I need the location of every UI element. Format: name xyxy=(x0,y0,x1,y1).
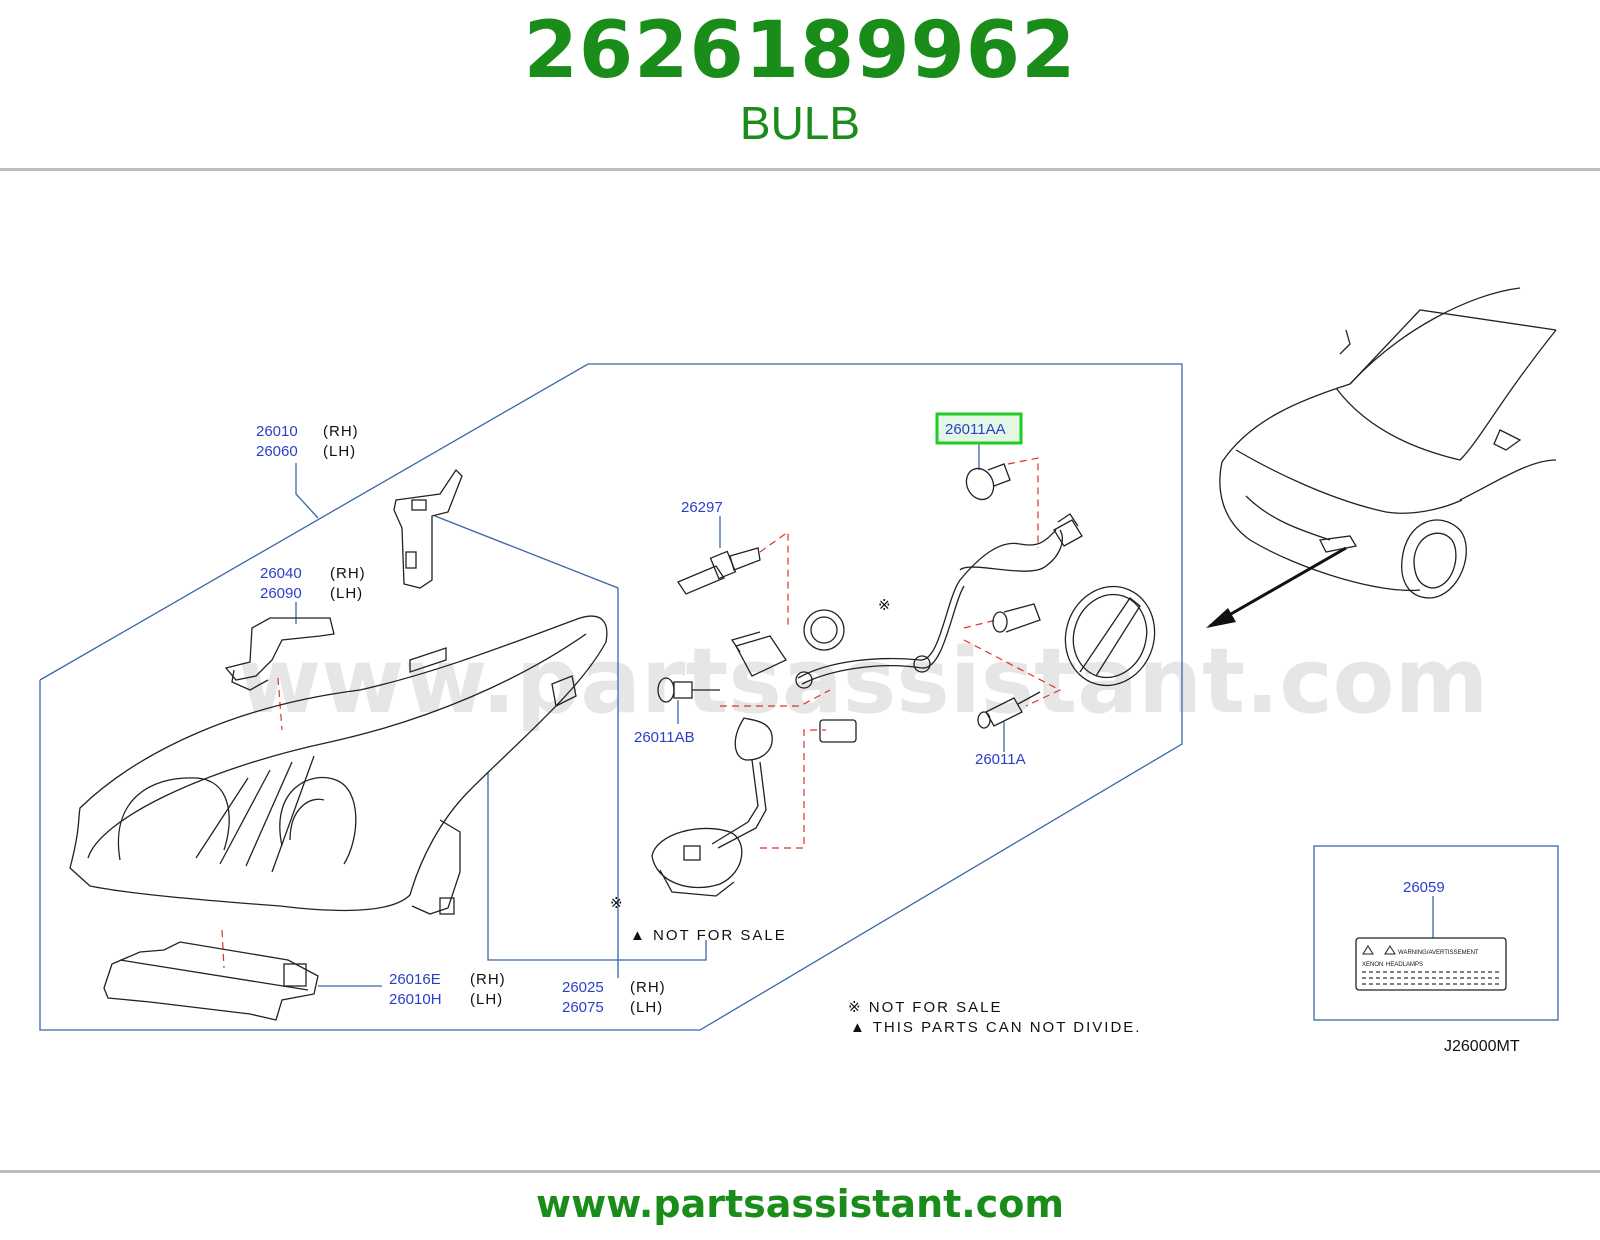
dust-cap xyxy=(1064,585,1156,687)
headlamp-assembly xyxy=(69,615,608,915)
callout-26010[interactable]: 26010 xyxy=(256,423,298,440)
diagram-code: J26000MT xyxy=(1444,1038,1520,1055)
callout-26075[interactable]: 26075 xyxy=(562,999,604,1016)
igniter-unit xyxy=(651,717,773,897)
highlight-box xyxy=(935,412,1023,445)
wiring-harness xyxy=(795,513,1083,689)
bulb-26011A xyxy=(977,691,1041,729)
header: 2626189962 BULB xyxy=(0,0,1600,168)
side-rh-26016E: (RH) xyxy=(470,971,506,988)
kome-mark-lower: ※ xyxy=(610,895,625,912)
inner-group-outline xyxy=(434,515,619,960)
grommet xyxy=(992,603,1041,633)
side-lh-26090: (LH) xyxy=(330,585,363,602)
kome-mark-harness: ※ xyxy=(878,597,893,614)
side-lh-26060: (LH) xyxy=(323,443,356,460)
assembly-outline xyxy=(39,363,1183,1031)
callout-26060[interactable]: 26060 xyxy=(256,443,298,460)
callout-26011A[interactable]: 26011A xyxy=(975,751,1026,768)
car-illustration xyxy=(1219,287,1557,599)
aiming-bracket xyxy=(224,617,335,691)
side-lh-26075: (LH) xyxy=(630,999,663,1016)
header-divider xyxy=(0,168,1600,171)
callout-26040[interactable]: 26040 xyxy=(260,565,302,582)
assembly-dashes xyxy=(221,457,1062,969)
bulb-26011AA xyxy=(965,463,1011,501)
note-not-for-sale-tri: ▲ NOT FOR SALE xyxy=(630,927,787,944)
part-name: BULB xyxy=(739,97,861,149)
callout-26011AA[interactable]: 26011AA xyxy=(945,421,1006,438)
mounting-bracket xyxy=(393,468,463,589)
socket-ring xyxy=(803,609,845,651)
side-rh-26025: (RH) xyxy=(630,979,666,996)
bulb-26011AB xyxy=(657,677,720,703)
leader-26010 xyxy=(295,463,319,519)
callout-26011AB[interactable]: 26011AB xyxy=(634,729,695,746)
callout-26090[interactable]: 26090 xyxy=(260,585,302,602)
legend-not-for-sale: ※ NOT FOR SALE xyxy=(848,999,1002,1016)
callout-26016E[interactable]: 26016E xyxy=(389,971,441,988)
connector xyxy=(730,631,787,677)
plug-connector xyxy=(819,719,857,743)
warning-label-box: WARNING/AVERTISSEMENT XENON HEADLAMPS xyxy=(1313,845,1559,1021)
label-warning-text: WARNING/AVERTISSEMENT xyxy=(1398,950,1479,956)
callout-26059[interactable]: 26059 xyxy=(1403,879,1445,896)
leader-26025 xyxy=(487,772,707,961)
watermark: www.partsassistant.com xyxy=(238,629,1488,734)
side-rh-26040: (RH) xyxy=(330,565,366,582)
callout-26010H[interactable]: 26010H xyxy=(389,991,442,1008)
label-xenon-text: XENON xyxy=(1362,962,1383,968)
side-lh-26010H: (LH) xyxy=(470,991,503,1008)
label-headlamps-text: HEADLAMPS xyxy=(1386,962,1423,968)
lower-bracket xyxy=(103,941,319,1021)
direction-arrow xyxy=(1206,546,1347,628)
legend-not-divide: ▲ THIS PARTS CAN NOT DIVIDE. xyxy=(850,1019,1141,1036)
side-rh-26010: (RH) xyxy=(323,423,359,440)
callout-26297[interactable]: 26297 xyxy=(681,499,723,516)
bulb-26297 xyxy=(677,547,761,595)
footer-divider xyxy=(0,1170,1600,1173)
footer-url[interactable]: www.partsassistant.com xyxy=(536,1182,1064,1226)
part-number: 2626189962 xyxy=(523,6,1077,96)
callout-26025[interactable]: 26025 xyxy=(562,979,604,996)
